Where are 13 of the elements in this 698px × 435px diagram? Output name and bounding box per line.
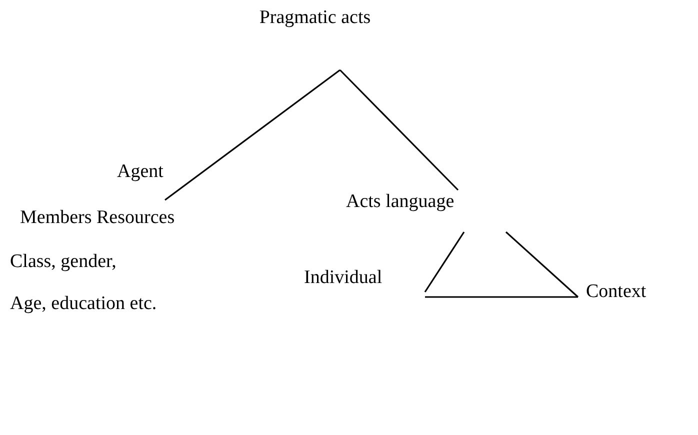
text-label: Members Resources	[20, 206, 175, 230]
connector-line	[339, 69, 459, 191]
connector-line	[425, 296, 578, 298]
node-label: Pragmatic acts	[259, 6, 371, 30]
text-label: Age, education etc.	[10, 292, 157, 316]
text-label: Class, gender,	[10, 250, 116, 274]
node-label: Acts language	[346, 190, 454, 214]
connector-line	[164, 69, 340, 201]
connector-line	[505, 231, 579, 298]
connector-line	[424, 232, 465, 292]
node-label: Context	[586, 280, 646, 304]
node-label: Agent	[117, 160, 164, 184]
node-label: Individual	[304, 266, 382, 290]
